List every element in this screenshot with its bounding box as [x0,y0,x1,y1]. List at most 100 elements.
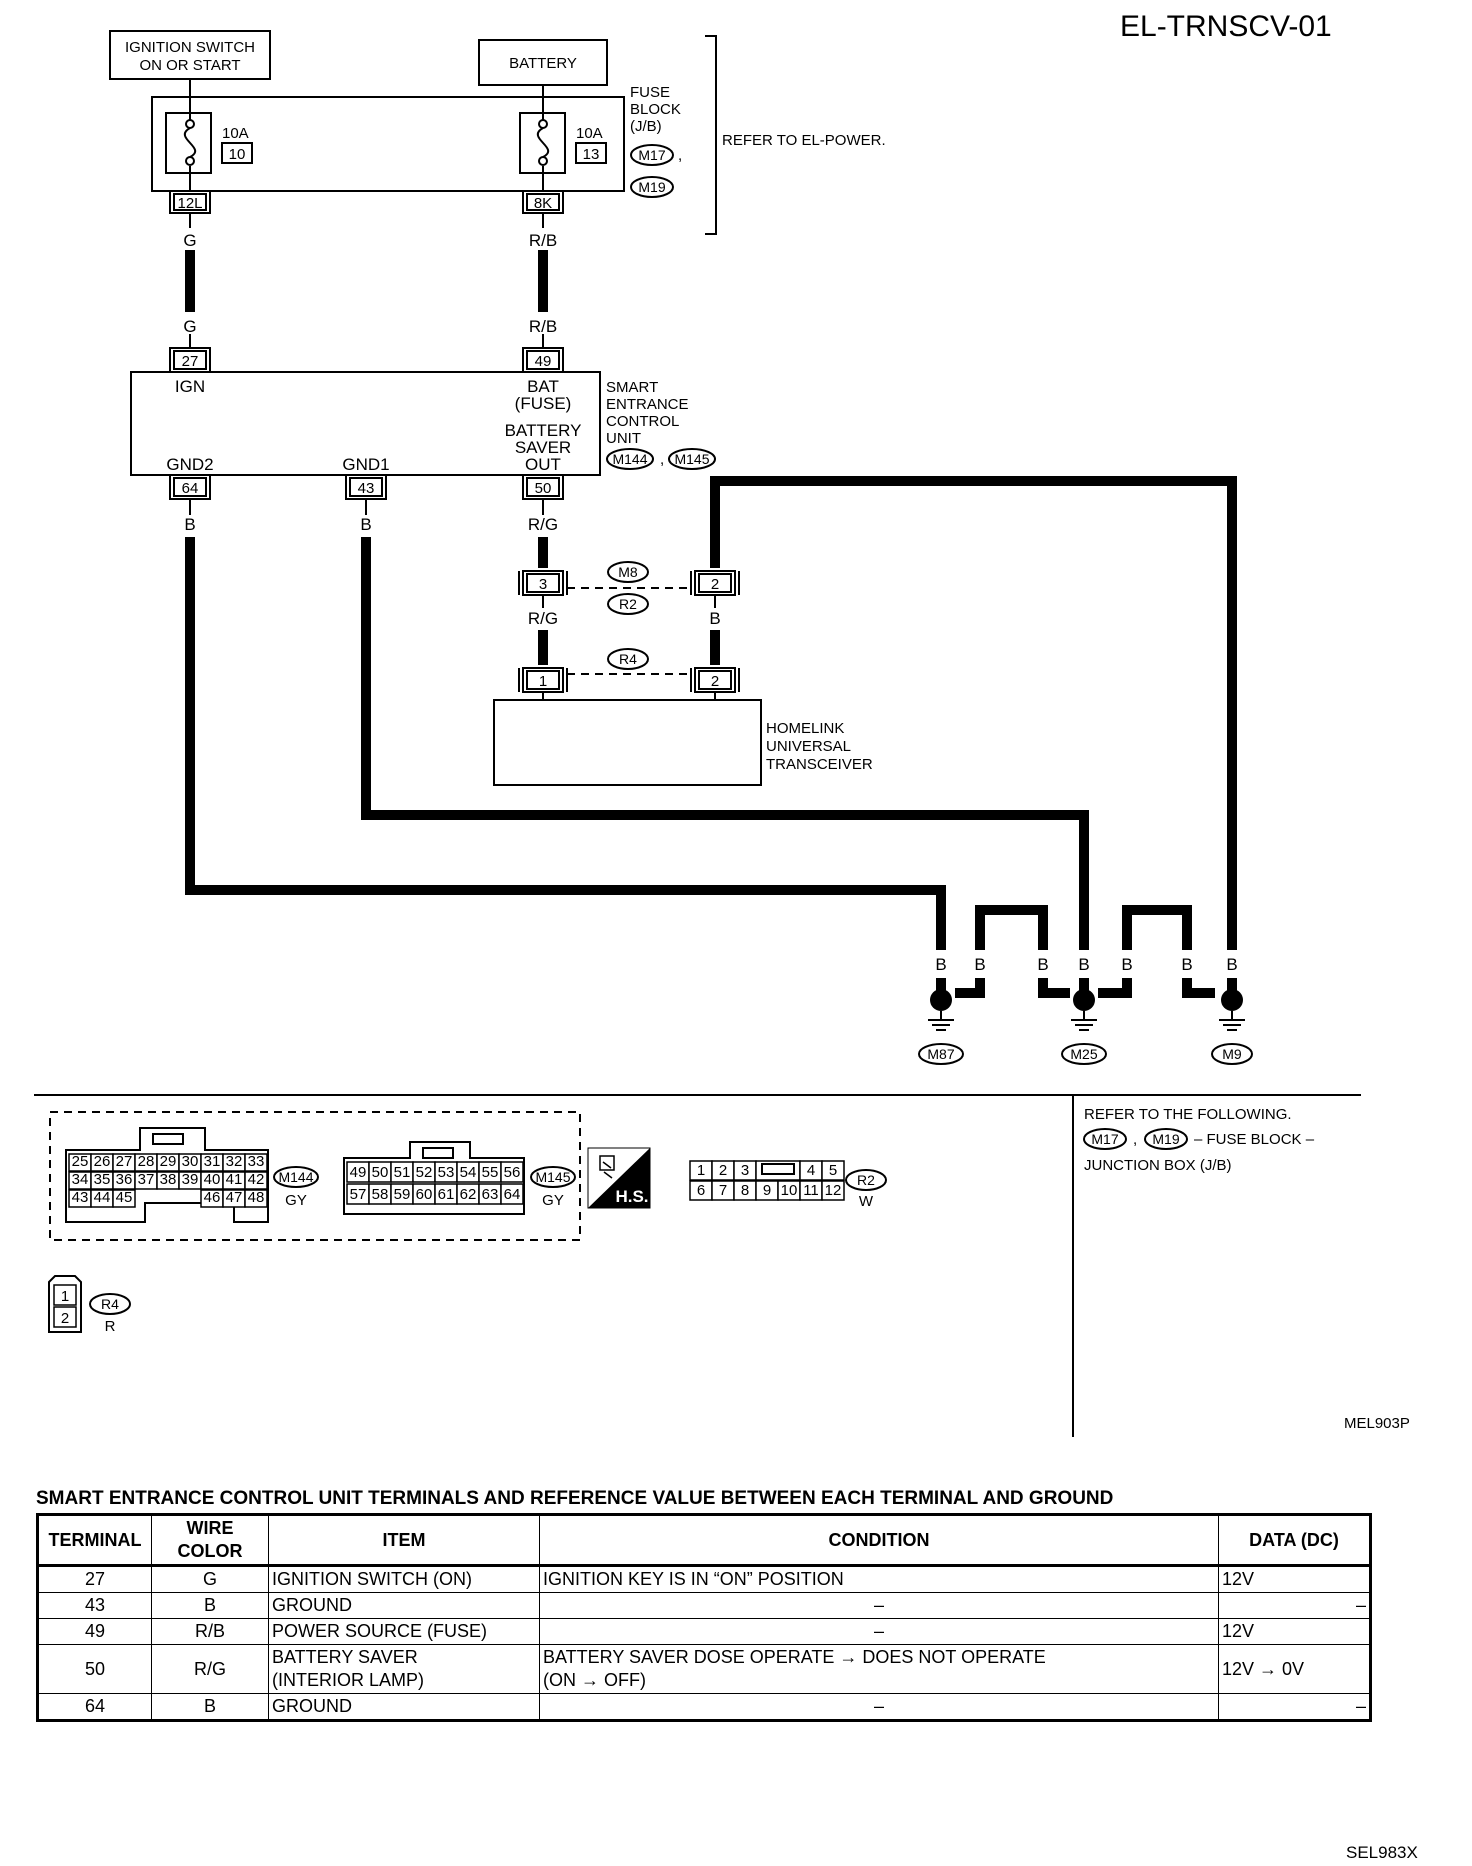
ground-m87 [928,978,954,1031]
r4-face-pin-2: 2 [61,1310,69,1327]
cell-wire-color: R/G [151,1644,269,1694]
ground-b-5: B [1121,955,1132,974]
r2-pin: 1 [697,1162,705,1179]
m144-pin: 26 [94,1153,111,1170]
table-title: SMART ENTRANCE CONTROL UNIT TERMINALS AN… [36,1488,1114,1509]
pin-cell [500,1183,524,1205]
term-12l-label: 12L [177,195,202,212]
r2-pin: 10 [781,1182,798,1199]
diagram-id: EL-TRNSCV-01 [1120,10,1332,43]
connector-r4-face [48,1275,82,1333]
lbl-gnd1: GND1 [342,455,389,474]
m145-pin: 57 [350,1186,367,1203]
wiring-diagram: EL-TRNSCV-01 IGNITION SWITCH ON OR START… [34,10,1410,1437]
m144-pin: 28 [138,1153,155,1170]
term-8k-label: 8K [534,195,552,212]
cell-data: 12V [1218,1565,1371,1593]
side-note-m19: M19 [1152,1131,1179,1147]
conn-m144-oval [606,448,654,470]
conn-m19-oval [630,176,674,198]
pin-49-label: 49 [535,353,552,370]
m8-pin-2-label: 2 [711,576,719,593]
m145-pin: 60 [416,1186,433,1203]
figure-code-top: MEL903P [1344,1415,1410,1432]
cell-terminal: 27 [37,1565,152,1593]
ignition-label-1: IGNITION SWITCH [125,39,255,56]
battery-box [478,39,608,86]
m144-pin: 41 [226,1171,243,1188]
pin-cell [821,1180,845,1201]
hs-badge-label: H.S. [615,1187,648,1206]
m144-pin: 38 [160,1171,177,1188]
m144-pin: 44 [94,1189,111,1206]
lbl-ign: IGN [175,377,205,396]
wire-g-label-bottom: G [183,317,196,336]
side-note-line-3: JUNCTION BOX (J/B) [1084,1157,1232,1174]
fuse-left-amp: 10A [222,125,249,142]
table-row: 50 R/G BATTERY SAVER (INTERIOR LAMP) BAT… [37,1644,1371,1694]
m144-pin: 33 [248,1153,265,1170]
r4-pin-2-label: 2 [711,673,719,690]
cell-item: IGNITION SWITCH (ON) [268,1565,540,1593]
wire-rb-label-bottom: R/B [529,317,557,336]
header-terminal: TERMINAL [37,1514,152,1567]
m145-pin: 50 [372,1164,389,1181]
ground-m87-label: M87 [927,1046,954,1062]
ground-b-3: B [1037,955,1048,974]
ground-m9-label: M9 [1222,1046,1242,1062]
cell-item: POWER SOURCE (FUSE) [268,1618,540,1645]
refer-bracket [705,35,717,235]
wire-rb-label-top: R/B [529,231,557,250]
lbl-out: OUT [525,455,561,474]
figure-code-bottom: SEL983X [1346,1843,1418,1862]
m144-pin: 25 [72,1153,89,1170]
m145-pin: 54 [460,1164,477,1181]
r2-pin: 8 [741,1182,749,1199]
side-note-comma: , [1133,1131,1137,1148]
wire-rg-label-top: R/G [528,515,558,534]
terminal-table: TERMINAL WIRE COLOR ITEM CONDITION DATA … [36,1513,1372,1722]
header-wire-color: WIRE COLOR [151,1514,269,1567]
header-data: DATA (DC) [1218,1514,1371,1567]
conn-r2-label: R2 [619,596,637,612]
pin-43-label: 43 [358,480,375,497]
fuse-block-label-2: BLOCK [630,101,681,118]
r2-pin: 3 [741,1162,749,1179]
m145-color: GY [542,1192,564,1209]
cell-data: – [1218,1592,1371,1619]
r2-pin: 12 [825,1182,842,1199]
cell-data: 12V → 0V [1218,1644,1371,1694]
table-row: 64 B GROUND – – [37,1693,1371,1721]
m145-pin: 55 [482,1164,499,1181]
r2-pin: 7 [719,1182,727,1199]
m144-pin: 36 [116,1171,133,1188]
r2-code: R2 [857,1172,875,1188]
unit-name-4: UNIT [606,430,641,447]
ignition-switch-box [109,30,271,80]
ground-m25-label: M25 [1070,1046,1097,1062]
table-row: 43 B GROUND – – [37,1592,1371,1619]
cell-condition: – [539,1592,1219,1619]
cell-wire-color: G [151,1565,269,1593]
header-item: ITEM [268,1514,540,1567]
m144-pin: 31 [204,1153,221,1170]
table-row: 49 R/B POWER SOURCE (FUSE) – 12V [37,1618,1371,1645]
m144-pin: 32 [226,1153,243,1170]
homelink-transceiver [493,699,762,786]
m144-pin: 30 [182,1153,199,1170]
pin-50-label: 50 [535,480,552,497]
lbl-battery: BATTERY [505,421,582,440]
m145-pin: 63 [482,1186,499,1203]
wire-gnd1 [361,537,1089,978]
cell-item-line-2: (INTERIOR LAMP) [272,1670,425,1690]
cell-condition: IGNITION KEY IS IN “ON” POSITION [539,1565,1219,1593]
m145-pin: 59 [394,1186,411,1203]
wire-rg-label-bottom: R/G [528,609,558,628]
hs-badge: H.S. [587,1147,651,1209]
cell-condition-line-1: BATTERY SAVER DOSE OPERATE → DOES NOT OP… [543,1647,1046,1667]
m145-pin: 61 [438,1186,455,1203]
ground-m25 [1071,978,1097,1031]
fuse-left [165,97,212,191]
ground-b-4: B [1078,955,1089,974]
